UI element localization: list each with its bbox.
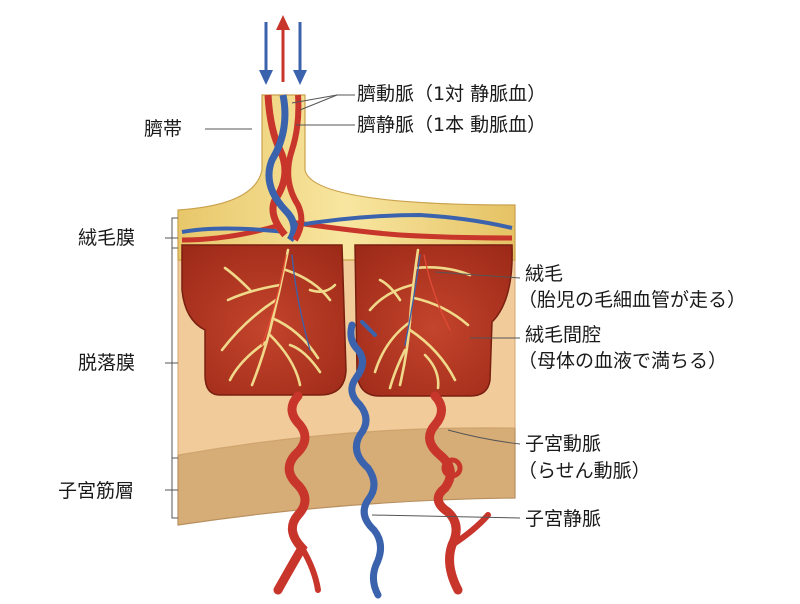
label-umbilical-vein: 臍静脈（1本 動脈血） [357,114,547,136]
flow-arrows [259,15,307,85]
label-intervillous-space: 絨毛間腔 [525,324,602,346]
umbilical-artery-left [264,94,289,238]
uterine-vein [347,321,384,599]
label-uterine-artery-desc: （らせん動脈） [518,460,651,482]
uterine-artery-left-branch [299,545,321,593]
label-umbilical-artery: 臍動脈（1対 静脈血） [357,83,547,105]
leader-lines [165,94,521,519]
label-chorion: 絨毛膜 [78,227,136,249]
spiral-coil [441,457,463,479]
label-villi-desc: （胎児の毛細血管が走る） [518,289,747,311]
uterine-vein-branch [360,320,377,337]
label-uterine-artery: 子宮動脈 [525,433,602,455]
chorionic-artery [181,219,513,243]
umbilical-artery-right [285,94,305,242]
chorionic-plate [177,94,516,261]
villus-capillaries [261,254,451,351]
label-umbilical-cord: 臍帯 [144,118,183,140]
label-intervillous-desc: （母体の血液で満ちる） [518,350,728,372]
intervillous-space-left [181,244,347,396]
umbilical-vein [265,94,298,242]
label-villi: 絨毛 [525,263,564,285]
label-uterine-vein: 子宮静脈 [525,508,602,530]
label-decidua: 脱落膜 [78,352,136,374]
intervillous-space-right [354,244,513,397]
chorionic-vein [181,212,513,234]
label-myometrium: 子宮筋層 [58,480,135,502]
